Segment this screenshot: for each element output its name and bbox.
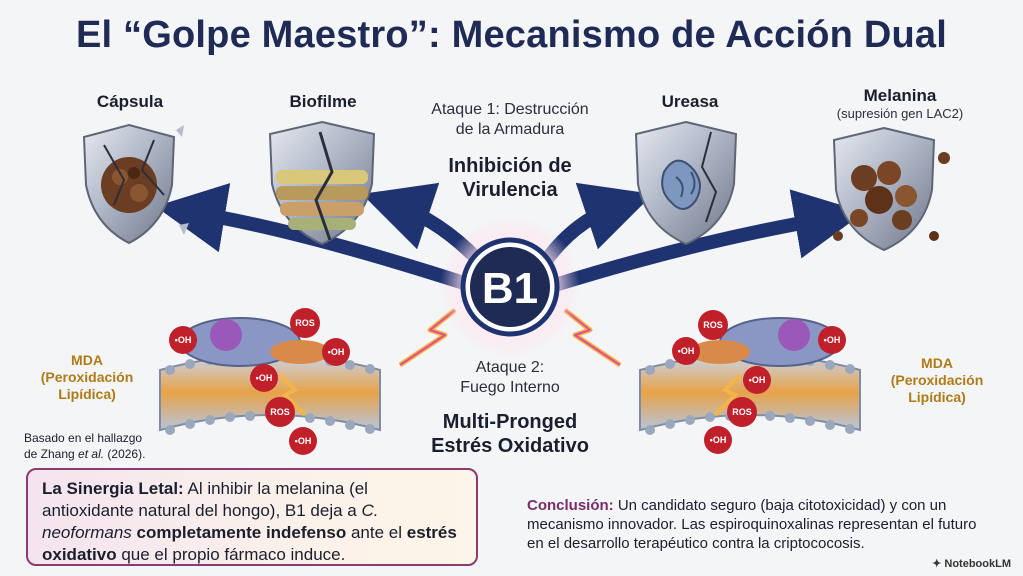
attack2-line1: Ataque 2: [475,359,545,376]
synergy-box: La Sinergia Letal: Al inhibir la melanin… [26,468,478,566]
attack2-line2: Fuego Interno [460,379,560,396]
svg-text:•OH: •OH [295,436,312,446]
svg-text:•OH: •OH [328,347,345,357]
attack2-title2: Estrés Oxidativo [431,435,589,457]
shield-capsula [82,123,189,245]
ros-burst: ROS [290,308,320,338]
attack1-line1: Ataque 1: Destrucción [431,101,589,118]
svg-text:ROS: ROS [703,320,723,330]
radicals-left: •OH ROS •OH •OH ROS •OH [169,308,350,455]
page-title: El “Golpe Maestro”: Mecanismo de Acción … [75,14,948,56]
attack1-title2: Virulencia [462,179,558,201]
svg-text:ROS: ROS [295,318,315,328]
svg-text:•OH: •OH [256,373,273,383]
label-capsula: Cápsula [96,92,164,111]
shield-ureasa [634,120,738,246]
oh-burst: •OH [322,338,350,366]
oh-burst: •OH [169,326,197,354]
label-melanina: Melanina [863,86,937,105]
lightning [398,308,622,368]
label-ureasa: Ureasa [661,92,719,111]
oh-burst: •OH [743,366,771,394]
label-biofilme: Biofilme [289,92,357,111]
svg-text:ROS: ROS [270,407,290,417]
svg-text:•OH: •OH [678,346,695,356]
attack1-title1: Inhibición de [448,155,572,177]
conclusion-text: Conclusión: Un candidato seguro (baja ci… [527,497,977,552]
svg-text:•OH: •OH [175,335,192,345]
membrane-right [639,317,861,435]
attack1-line2: de la Armadura [455,121,565,138]
b1-node [440,217,580,357]
ros-burst: ROS [698,310,728,340]
oh-burst: •OH [289,427,317,455]
shield-melanina [832,126,950,252]
notebooklm-badge: ✦ NotebookLM [932,558,1011,570]
arrow-melanina [548,189,865,292]
label-melanina-sub: (supresión gen LAC2) [836,106,964,121]
b1-label: B1 [482,264,538,313]
attack2-title1: Multi-Pronged [442,411,578,433]
shield-biofilme [268,120,376,246]
svg-text:ROS: ROS [732,407,752,417]
svg-text:•OH: •OH [824,335,841,345]
svg-text:•OH: •OH [710,435,727,445]
source-note: Basado en el hallazgo de Zhang et al. (2… [24,431,146,461]
oh-burst: •OH [704,426,732,454]
oh-burst: •OH [818,326,846,354]
conclusion-lead: Conclusión: [527,497,614,514]
ros-burst: ROS [265,397,295,427]
oh-burst: •OH [672,337,700,365]
oh-burst: •OH [250,364,278,392]
membrane-left [159,317,381,435]
svg-text:•OH: •OH [749,375,766,385]
ros-burst: ROS [727,397,757,427]
radicals-right: ROS •OH •OH •OH ROS •OH [672,310,846,454]
synergy-lead: La Sinergia Letal: [42,479,184,498]
